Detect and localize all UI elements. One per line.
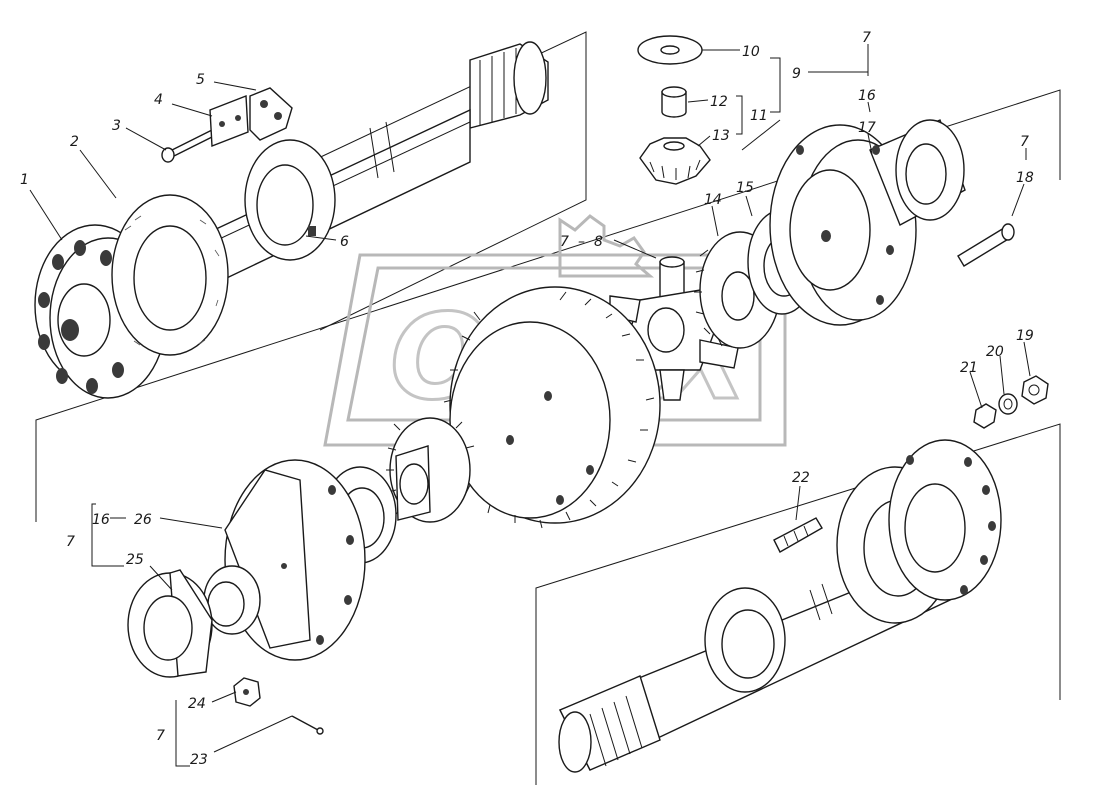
label-15: 15 [736,180,754,196]
right-flange-bolt-holes [906,455,996,595]
panel-upper-left [309,31,587,331]
label-17: 17 [858,120,876,136]
label-21: 21 [960,360,978,376]
label-3: 3 [112,118,121,134]
spider-cross-8 [609,256,739,401]
label-dash-a: – [578,234,585,250]
label-16-a: 16 [858,88,876,104]
label-2: 2 [70,134,79,150]
bushing-12 [661,86,687,118]
callout-labels: 1 2 3 4 5 6 7 – 8 7 9 10 11 12 13 14 15 … [20,30,1034,768]
label-18: 18 [1016,170,1034,186]
label-22: 22 [792,470,810,486]
label-8: 8 [594,234,603,250]
lower-side-gear [386,417,475,523]
lock-washer-20 [998,393,1018,415]
label-20: 20 [986,344,1004,360]
label-7-a: 7 [560,234,569,250]
label-24: 24 [188,696,206,712]
label-16-b: 16 [92,512,110,528]
left-half-shaft [34,41,549,399]
label-26: 26 [134,512,152,528]
stud-22 [773,517,823,553]
bolt-3 [161,129,215,163]
label-6: 6 [340,234,349,250]
cotter-pin-23 [291,715,324,735]
label-7-d: 7 [66,534,75,550]
label-9: 9 [792,66,801,82]
label-7-b: 7 [862,30,871,46]
bearing-25 [127,569,213,678]
nut-21 [973,403,997,429]
washer-10 [637,35,703,65]
pinion-gear-13 [639,137,711,185]
differential-case-17 [769,119,966,326]
label-7-e: 7 [156,728,165,744]
label-7-c: 7 [1020,134,1029,150]
ring-gear [443,286,661,529]
label-10: 10 [742,44,760,60]
label-5: 5 [196,72,205,88]
label-19: 19 [1016,328,1034,344]
label-4: 4 [154,92,163,108]
label-11: 11 [750,108,768,124]
label-1: 1 [20,172,29,188]
label-25: 25 [126,552,144,568]
nut-19 [1021,375,1049,405]
label-12: 12 [710,94,728,110]
label-13: 13 [712,128,730,144]
bracket-5 [249,87,293,141]
label-23: 23 [190,752,208,768]
nut-24 [233,677,261,707]
case-half-26 [203,459,366,661]
plate-4 [209,94,249,148]
bolt-18 [957,223,1015,267]
label-14: 14 [704,192,722,208]
right-half-shaft [558,439,1002,773]
leader-lines [29,44,1031,767]
